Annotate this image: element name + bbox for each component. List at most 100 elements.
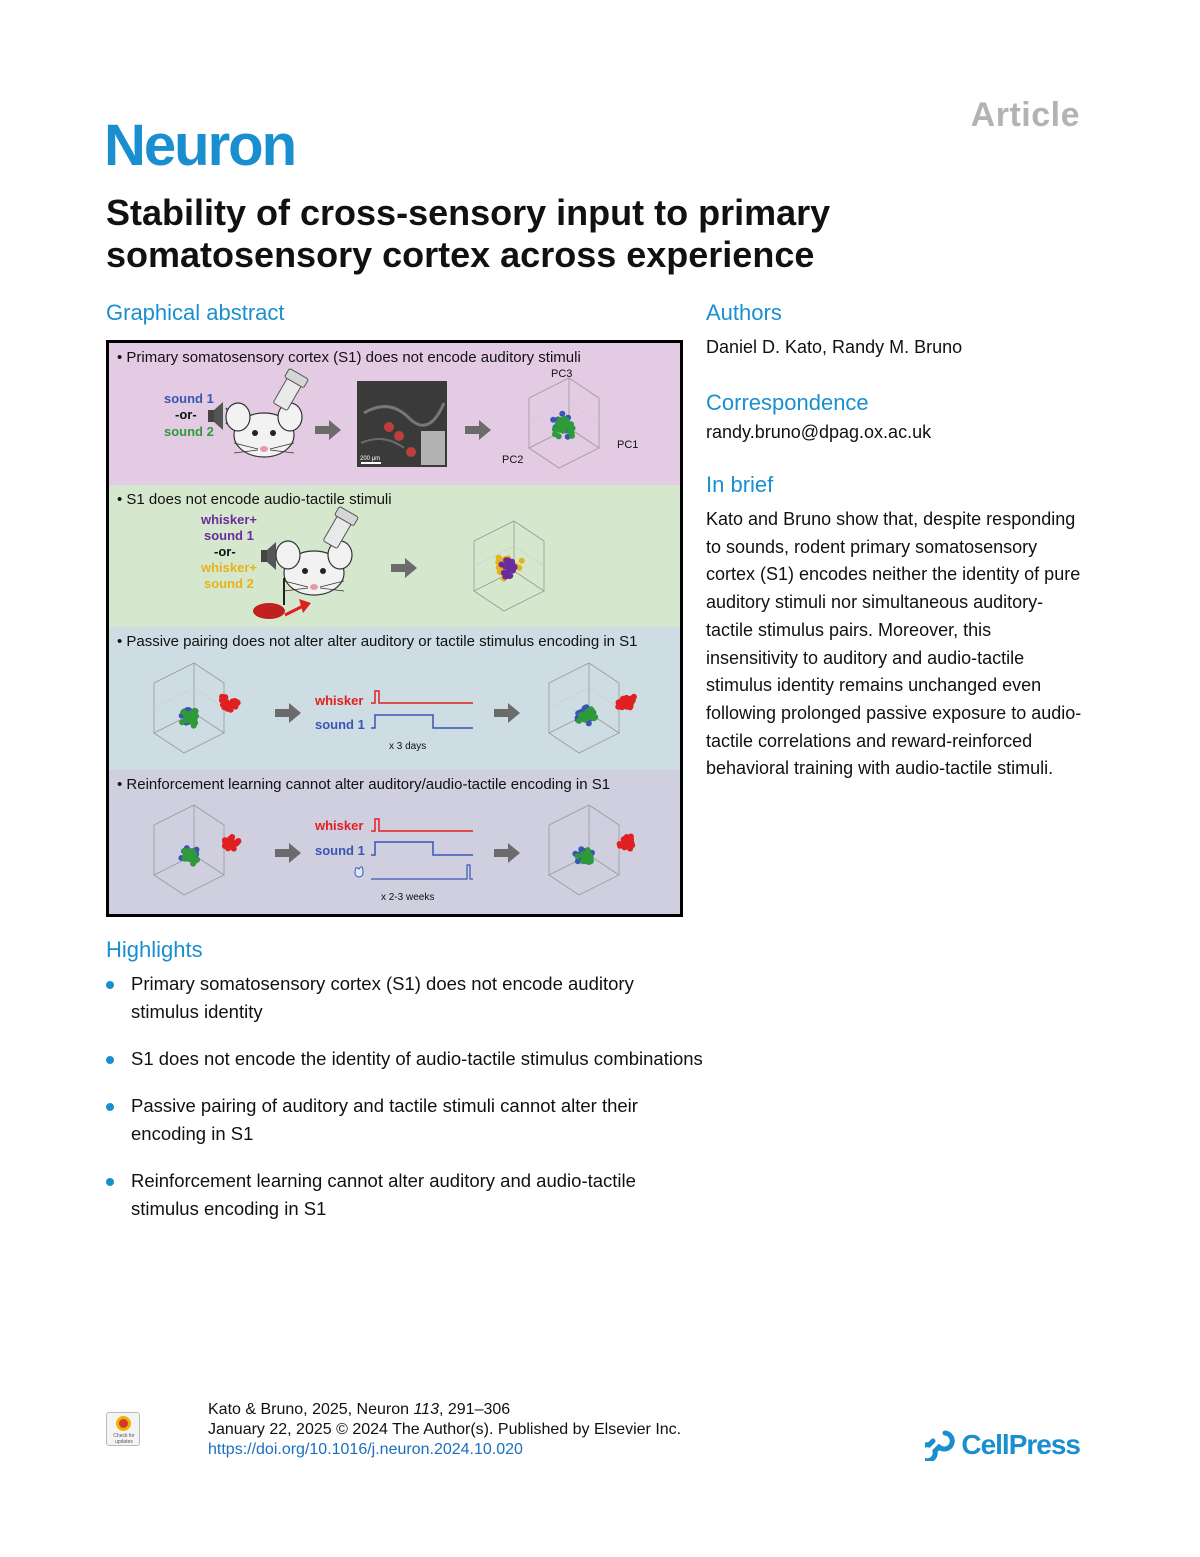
pca-point [184,712,191,719]
pca-point [220,701,226,708]
citation-pages: , 291–306 [438,1401,511,1418]
ga-panel-label: • Reinforcement learning cannot alter au… [117,776,611,793]
pca-point [621,841,628,848]
pca-point [190,711,196,718]
pca-point [568,421,574,428]
authors-heading: Authors [706,300,782,325]
microscope-objective-icon [272,367,310,412]
pca-point [561,416,568,422]
pca-point [589,708,596,715]
citation-volume: 113 [413,1401,439,1418]
pca-cloud [550,410,576,440]
pca-point [559,410,566,417]
citation-line: Kato & Bruno, 2025, Neuron 113, 291–306 [208,1400,681,1420]
pca-point [629,697,636,704]
pca-point [624,836,631,843]
bullet-icon [106,1056,114,1064]
trace-whisker-label: whisker [314,693,363,708]
pairing-duration-label: x 3 days [389,741,426,752]
journal-name: Neuron [104,113,297,178]
pca-point [560,421,567,428]
pca-cloud [178,834,242,867]
badge-text: Check for updates [113,1433,135,1445]
cellpress-mark-icon [925,1430,956,1461]
pca-point [576,717,583,724]
arrow-icon [275,703,301,723]
bullet-icon [106,981,114,989]
graphical-abstract-heading: Graphical abstract [106,300,285,325]
water-drop-icon [354,866,364,878]
pca-cloud [495,554,525,582]
citation-footer: Kato & Bruno, 2025, Neuron 113, 291–306 … [208,1400,681,1460]
pca-cloud [574,693,637,727]
cellpress-logo: CellPress [925,1428,1081,1462]
pca-point [551,426,558,433]
pca-point [507,564,514,571]
pca-point [582,710,589,717]
pca-point [182,853,189,860]
pca-point [222,694,229,701]
check-updates-icon [116,1416,131,1431]
paper-title: Stability of cross-sensory input to prim… [106,192,831,275]
citation-prefix: Kato & Bruno, 2025, Neuron [208,1401,414,1418]
graphical-abstract: • Primary somatosensory cortex (S1) does… [106,340,683,917]
in-brief-heading: In brief [706,472,774,497]
axis-label-pc2: PC2 [502,454,523,466]
pca-point [580,858,586,865]
highlight-text: Reinforcement learning cannot alter audi… [131,1170,636,1219]
doi-link[interactable]: https://doi.org/10.1016/j.neuron.2024.10… [208,1441,523,1458]
pca-point [624,701,631,708]
highlight-text: S1 does not encode the identity of audio… [131,1048,703,1069]
pca-point [190,860,197,867]
pca-point [509,558,516,565]
highlights-heading: Highlights [106,937,203,962]
stim-sound1-label: sound 1 [164,391,214,406]
bullet-icon [106,1178,114,1186]
reward-trace [371,864,473,880]
scale-bar-label: 200 μm [360,456,380,462]
axis-label-pc3: PC3 [551,368,572,380]
pca-cloud [572,833,636,865]
pca-point [587,858,594,865]
ga-panel-audio-tactile: • S1 does not encode audio-tactile stimu… [109,485,680,627]
mouse-icon [225,402,303,458]
pca-point [550,416,557,423]
arrow-icon [465,420,491,440]
whisker-trace [371,690,473,704]
stim-sound2-label: sound 2 [164,424,214,439]
highlight-text: Passive pairing of auditory and tactile … [131,1095,638,1144]
pca-point [189,854,196,861]
stim-whisker-sound1-label-b: sound 1 [204,528,254,543]
highlight-item: Reinforcement learning cannot alter audi… [106,1167,706,1223]
in-brief-text: Kato and Bruno show that, despite respon… [706,509,1082,779]
arrow-icon [391,558,417,578]
pca-point [179,719,186,726]
pca-point [222,837,229,844]
highlight-text: Primary somatosensory cortex (S1) does n… [131,973,634,1022]
whisker-trace [371,818,473,832]
training-duration-label: x 2-3 weeks [381,892,434,903]
stim-whisker-sound1-label-a: whisker+ [200,512,257,527]
trace-sound-label: sound 1 [315,717,365,732]
pca-point [224,705,231,712]
sound-trace [371,841,473,856]
date-line: January 22, 2025 © 2024 The Author(s). P… [208,1421,682,1438]
highlight-item: Primary somatosensory cortex (S1) does n… [106,970,706,1026]
arrow-icon [275,843,301,863]
pca-point [556,416,563,423]
pca-point [585,720,592,727]
trace-whisker-label: whisker [314,818,363,833]
arrow-icon [315,420,341,440]
pca-point [618,698,625,704]
sound-trace [371,714,473,729]
stim-whisker-sound2-label-b: sound 2 [204,576,254,591]
article-type-label: Article [970,96,1080,134]
highlight-item: Passive pairing of auditory and tactile … [106,1092,706,1148]
highlight-item: S1 does not encode the identity of audio… [106,1045,706,1073]
pca-cloud [178,693,241,729]
pca-point [583,852,590,859]
check-for-updates-badge[interactable]: Check for updates [106,1412,140,1446]
pca-point [627,842,634,849]
ga-panel-label: • Passive pairing does not alter alter a… [117,633,638,650]
correspondence-email[interactable]: randy.bruno@dpag.ox.ac.uk [706,422,932,442]
